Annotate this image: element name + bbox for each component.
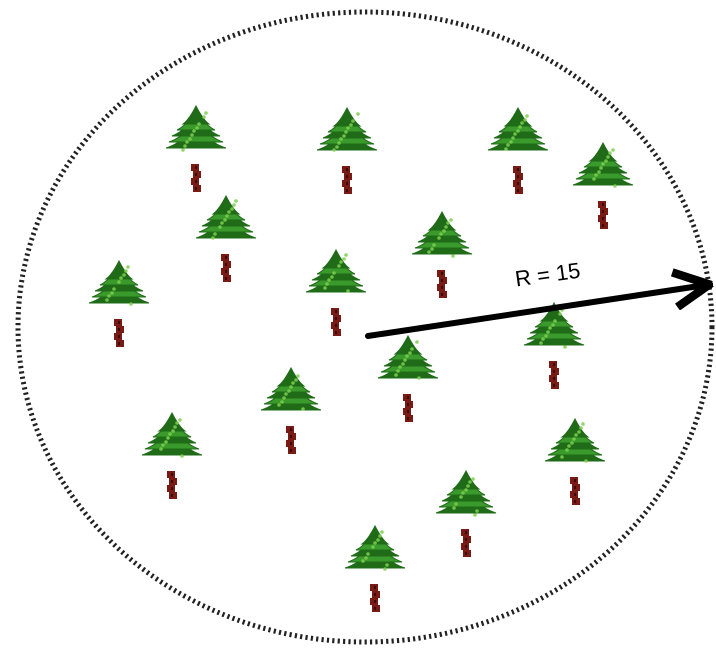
tree-icon [88,259,150,347]
tree-trunk [167,471,177,499]
tree-trunk [286,426,296,454]
tree-foliage [260,366,322,411]
tree-icon [165,104,227,192]
tree-foliage [487,106,549,151]
tree-foliage [195,194,257,240]
tree-foliage [88,259,150,306]
tree-trunk [549,361,559,389]
tree-foliage [572,141,634,188]
tree-icon [523,301,585,389]
tree-trunk [598,201,608,229]
tree-foliage [141,411,203,458]
tree-trunk [331,308,341,336]
tree-foliage [435,469,497,517]
tree-trunk [370,584,380,612]
tree-icon [141,411,203,499]
tree-trunk [461,529,471,557]
tree-icon [260,366,322,454]
tree-trunk [570,477,580,505]
tree-icon [411,210,473,298]
tree-group [88,104,634,612]
tree-trunk [114,319,124,347]
tree-trunk [191,164,201,192]
tree-icon [487,106,549,194]
tree-trunk [342,166,352,194]
tree-icon [435,469,497,557]
tree-foliage [344,524,406,571]
tree-trunk [513,166,523,194]
tree-foliage [377,334,439,380]
tree-trunk [221,254,231,282]
tree-foliage [316,106,378,152]
tree-icon [316,106,378,194]
tree-icon [195,194,257,282]
tree-foliage [165,104,227,152]
tree-trunk [403,394,413,422]
tree-icon [377,334,439,422]
tree-trunk [437,270,447,298]
tree-foliage [305,248,367,293]
tree-icon [344,524,406,612]
tree-foliage [544,417,606,463]
radius-arrow [365,285,706,339]
radius-label: R = 15 [514,258,582,292]
tree-foliage [523,301,585,349]
tree-icon [544,417,606,505]
tree-icon [305,248,367,336]
plot-boundary [15,9,715,645]
tree-icon [572,141,634,229]
tree-foliage [411,210,473,258]
